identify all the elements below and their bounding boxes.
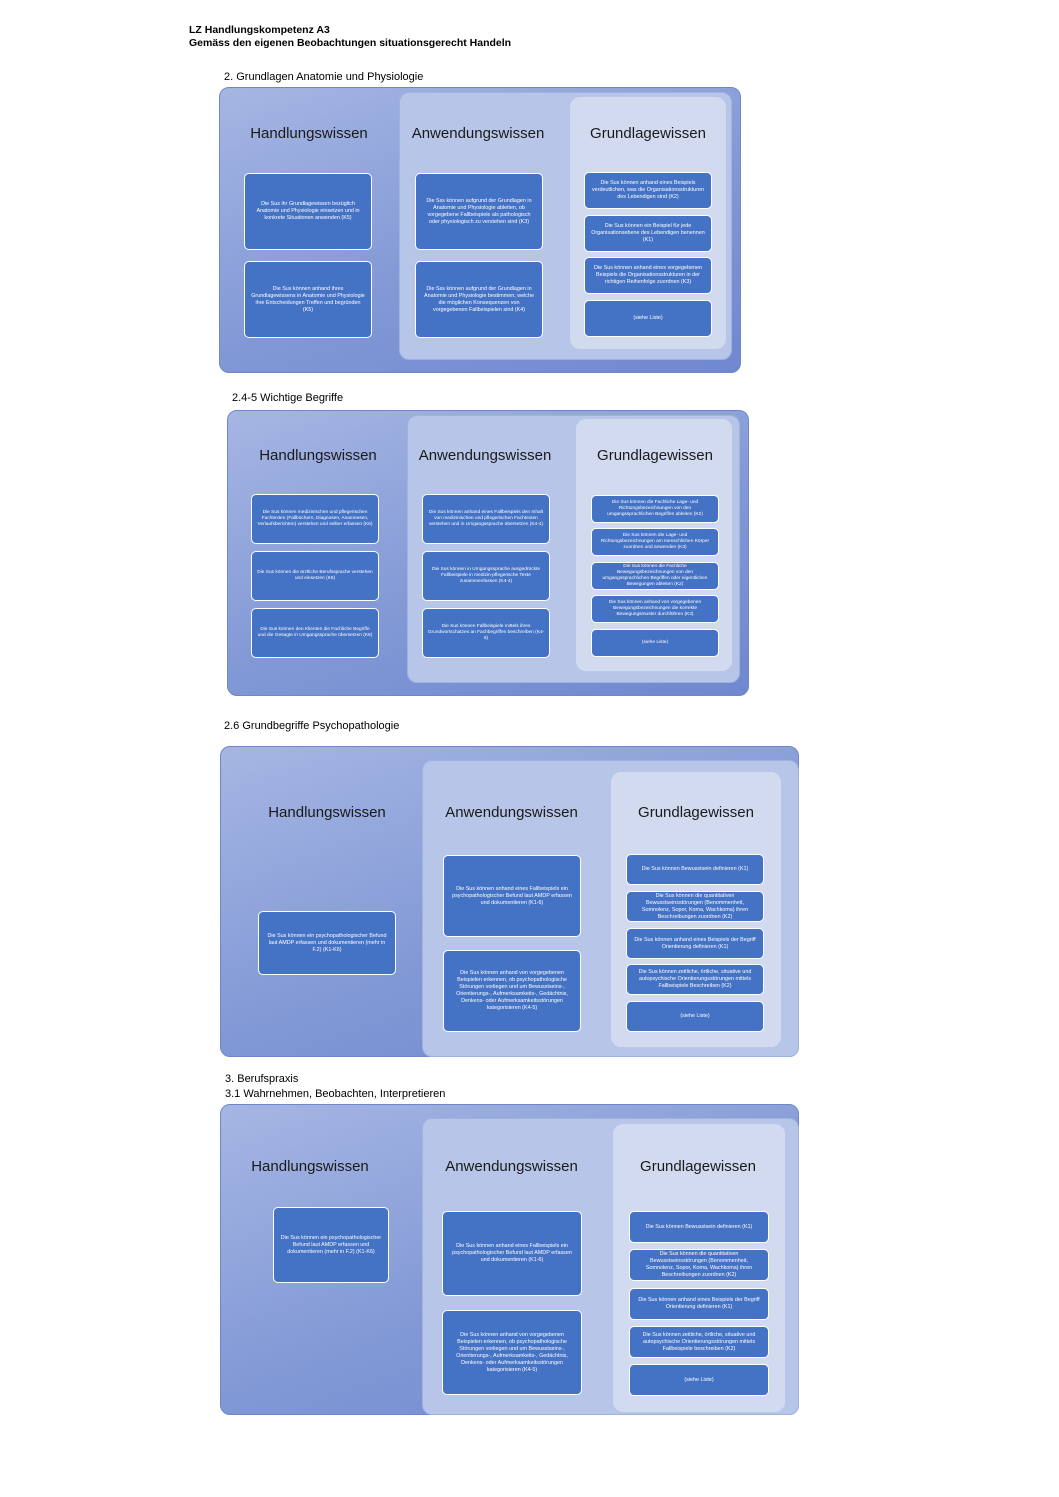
grundlage-box: Die Sus können anhand eines Beispiels de… xyxy=(626,928,764,959)
grundlage-box: Die Sus können anhand von vorgegebenen B… xyxy=(591,595,719,623)
grundlage-box: Die Sus können Bewusstsein definieren (K… xyxy=(629,1211,769,1243)
anwendung-box: Die Sus können in Umgangssprache ausgedr… xyxy=(422,551,550,601)
diagram-berufspraxis: Handlungswissen Anwendungswissen Grundla… xyxy=(220,1104,799,1415)
column-title-anwendungswissen: Anwendungswissen xyxy=(411,125,545,142)
grundlage-box: Die Sus können die Fachliche Lage- und R… xyxy=(591,495,719,523)
grundlage-box: Die Sus können die Fachliche Bewegungsbe… xyxy=(591,562,719,590)
handlung-box: Die Sus können medizinischen und pfleger… xyxy=(251,494,379,544)
grundlage-box: (siehe Liste) xyxy=(629,1364,769,1396)
section-heading: 2.4-5 Wichtige Begriffe xyxy=(232,392,344,404)
handlung-box: Die Sus können anhand ihres Grundlagewis… xyxy=(244,261,372,338)
column-title-anwendungswissen: Anwendungswissen xyxy=(445,1158,578,1175)
grundlage-box: Die Sus können Bewusstsein definieren (K… xyxy=(626,854,764,885)
anwendung-box: Die Sss können aufgrund der Grundlagen i… xyxy=(415,173,543,250)
grundlage-box: Die Sus können die Lage- und Richtungsbe… xyxy=(591,528,719,556)
grundlage-box: Die Sus können zeitliche, örtliche, situ… xyxy=(629,1326,769,1358)
anwendung-box: Die Sus können anhand eines Fallbeispiel… xyxy=(422,494,550,544)
anwendung-box: Die Sus können anhand eines Fallbeispiel… xyxy=(442,1211,582,1296)
handlung-box: Die Sus können die ärztliche Berufssprac… xyxy=(251,551,379,601)
grundlage-box: Die Sus können anhand eines Beispiels ve… xyxy=(584,172,712,209)
diagram-psychopathologie: Handlungswissen Anwendungswissen Grundla… xyxy=(220,746,799,1057)
grundlage-box: Die Sus können anhand eines Beispiels de… xyxy=(629,1288,769,1320)
grundlage-box: Die Sus können anhand eines vorgegebenen… xyxy=(584,257,712,294)
column-title-grundlagewissen: Grundlagewissen xyxy=(597,447,713,464)
handlung-box: Die Sus ihr Grundlagewissen bezüglich An… xyxy=(244,173,372,250)
column-title-grundlagewissen: Grundlagewissen xyxy=(590,125,706,142)
grundlage-box: Die Sus können die quantitativen Bewusst… xyxy=(626,891,764,922)
diagram-begriffe: Handlungswissen Anwendungswissen Grundla… xyxy=(227,410,749,696)
grundlage-box: Die Sus können die quantitativen Bewusst… xyxy=(629,1249,769,1281)
section-heading: 2. Grundlagen Anatomie und Physiologie xyxy=(224,71,424,83)
grundlage-box: Die Sus können ein Beispiel für jede Org… xyxy=(584,215,712,252)
document-title: LZ Handlungskompetenz A3 Gemäss den eige… xyxy=(189,24,511,50)
anwendung-box: Die Sus können Fallbeispiele mittels ihr… xyxy=(422,608,550,658)
column-title-anwendungswissen: Anwendungswissen xyxy=(418,447,552,464)
grundlage-box: (siehe Liste) xyxy=(584,300,712,337)
anwendung-box: Die Sus können anhand von vorgegebenen B… xyxy=(443,950,581,1032)
anwendung-box: Die Sus können anhand eines Fallbeispiel… xyxy=(443,855,581,937)
column-title-handlungswissen: Handlungswissen xyxy=(259,447,377,464)
column-title-anwendungswissen: Anwendungswissen xyxy=(445,804,578,821)
handlung-box: Die Sus können den Klienten die Fachlich… xyxy=(251,608,379,658)
section-heading: 3. Berufspraxis xyxy=(225,1073,299,1085)
column-title-grundlagewissen: Grundlagewissen xyxy=(638,804,754,821)
handlung-box: Die Sus können ein psychopathologischer … xyxy=(273,1207,389,1283)
grundlage-box: Die Sus können zeitliche, örtliche, situ… xyxy=(626,964,764,995)
anwendung-box: Die Sss können aufgrund der Grundlagen i… xyxy=(415,261,543,338)
column-title-handlungswissen: Handlungswissen xyxy=(251,1158,369,1175)
section-heading: 2.6 Grundbegriffe Psychopathologie xyxy=(224,720,400,732)
handlung-box: Die Sus können ein psychopathologischer … xyxy=(258,911,396,975)
grundlage-box: (siehe Liste) xyxy=(591,629,719,657)
column-title-handlungswissen: Handlungswissen xyxy=(268,804,386,821)
column-title-grundlagewissen: Grundlagewissen xyxy=(640,1158,756,1175)
anwendung-box: Die Sus können anhand von vorgegebenen B… xyxy=(442,1310,582,1395)
document-title-line1: LZ Handlungskompetenz A3 xyxy=(189,24,330,36)
diagram-anatomie: Handlungswissen Anwendungswissen Grundla… xyxy=(219,87,741,373)
column-title-handlungswissen: Handlungswissen xyxy=(250,125,368,142)
document-title-line2: Gemäss den eigenen Beobachtungen situati… xyxy=(189,37,512,49)
grundlage-box: (siehe Liste) xyxy=(626,1001,764,1032)
section-subheading: 3.1 Wahrnehmen, Beobachten, Interpretier… xyxy=(225,1088,446,1100)
